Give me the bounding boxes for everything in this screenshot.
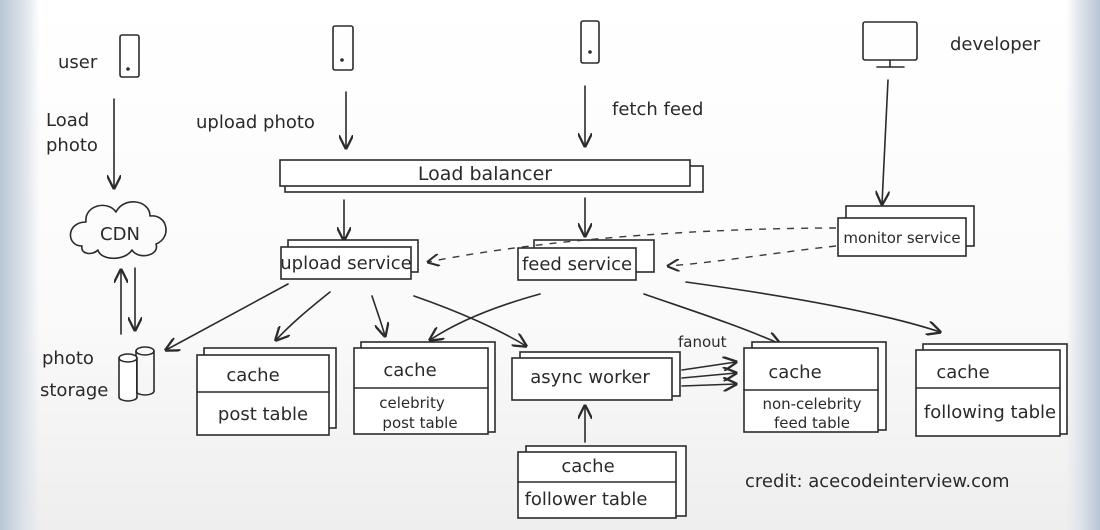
dashed-arrow-monitor-to-upload (428, 227, 837, 262)
arrow-upload-to-post-table (276, 291, 331, 340)
post-table-cache-label: cache (226, 365, 279, 386)
celebrity-table-label: celebrity (379, 394, 445, 412)
fanout-arrow-3 (681, 384, 736, 386)
following-table: cache following table (915, 343, 1068, 437)
arrow-feed-to-following-table (685, 281, 940, 332)
arrow-feed-to-non-celebrity-table (643, 293, 780, 344)
post-table-label: post table (218, 404, 308, 425)
celebrity-table-label-2: post table (382, 414, 457, 432)
celebrity-table-cache-label: cache (383, 360, 436, 381)
load-balancer-label: Load balancer (418, 163, 552, 185)
monitor-service: monitor service (837, 205, 975, 257)
load-balancer: Load balancer (279, 159, 704, 193)
non-celebrity-label-2: feed table (774, 414, 850, 432)
upload-service-label: upload service (280, 253, 412, 274)
right-edge-shade (1066, 0, 1100, 530)
cdn-label: CDN (100, 224, 140, 245)
follower-table-label: follower table (525, 489, 648, 510)
load-photo-label: Load (46, 110, 89, 131)
following-table-label: following table (924, 402, 1056, 423)
photo-storage-icon (118, 346, 155, 402)
load-photo-label-2: photo (46, 135, 98, 156)
developer-label: developer (950, 34, 1041, 55)
phone-icon-upload (332, 25, 354, 71)
arrow-upload-to-storage (166, 283, 289, 350)
arrow-upload-to-celebrity-table (371, 295, 385, 336)
upload-photo-label: upload photo (196, 112, 315, 133)
left-edge-shade (0, 0, 40, 530)
async-worker: async worker (511, 351, 681, 401)
arrow-feed-to-celebrity-table (430, 293, 541, 340)
non-celebrity-cache-label: cache (768, 362, 821, 383)
async-worker-label: async worker (530, 367, 650, 388)
fanout-arrow-2 (681, 373, 736, 378)
monitor-icon (862, 21, 918, 68)
fanout-label: fanout (678, 333, 727, 351)
monitor-service-label: monitor service (843, 229, 960, 247)
upload-service: upload service (280, 239, 419, 280)
non-celebrity-label: non-celebrity (762, 395, 861, 413)
arrow-upload-to-async-worker (413, 295, 526, 346)
photo-storage-label-2: storage (40, 380, 108, 401)
cdn-cloud: CDN (69, 201, 167, 260)
feed-service-label: feed service (522, 254, 632, 275)
following-cache-label: cache (936, 362, 989, 383)
non-celebrity-feed-table: cache non-celebrity feed table (743, 341, 887, 433)
phone-icon-feed (580, 20, 600, 64)
arrow-developer-to-monitor (882, 79, 888, 204)
user-label: user (58, 52, 98, 73)
celebrity-post-table: cache celebrity post table (353, 341, 496, 435)
follower-table: cache follower table (517, 445, 687, 519)
follower-cache-label: cache (561, 456, 614, 477)
dashed-arrow-monitor-to-feed (668, 245, 837, 266)
user-phone-icon (119, 34, 140, 78)
fanout-arrow-1 (681, 362, 736, 370)
credit-label: credit: acecodeinterview.com (745, 471, 1010, 492)
post-table: cache post table (196, 347, 337, 436)
photo-storage-label: photo (42, 348, 94, 369)
fetch-feed-label: fetch feed (612, 99, 703, 120)
feed-service: feed service (517, 239, 655, 281)
